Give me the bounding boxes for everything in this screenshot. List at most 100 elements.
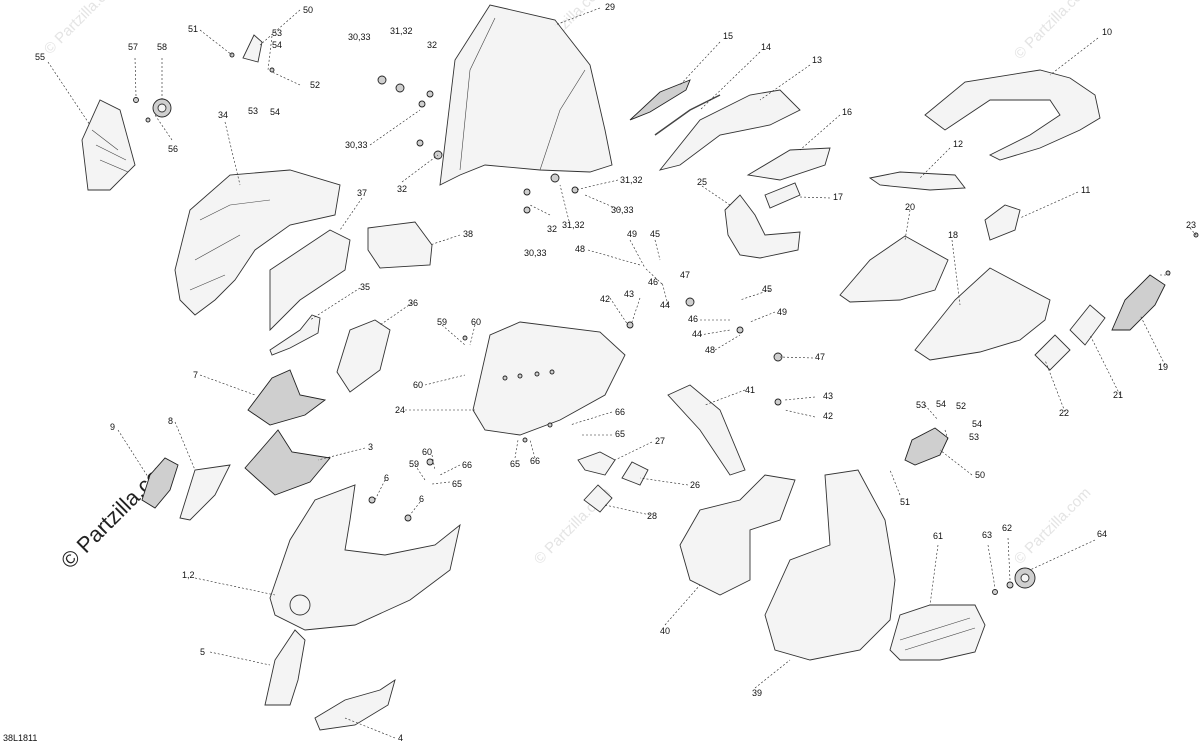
callout-label: 31,32: [390, 26, 413, 36]
callout-label: 47: [815, 352, 825, 362]
part-20-side-panel[interactable]: [839, 235, 949, 303]
callout-label: 20: [905, 202, 915, 212]
part-55-side-panel[interactable]: [81, 99, 136, 191]
callout-label: 59: [437, 317, 447, 327]
part-8-side-trim[interactable]: [179, 464, 231, 521]
callout-label: 21: [1113, 390, 1123, 400]
callout-label: 10: [1102, 27, 1112, 37]
callout-label: 35: [360, 282, 370, 292]
callout-label: 51: [188, 24, 198, 34]
part-24-instrument-housing[interactable]: [472, 321, 626, 436]
callout-label: 48: [705, 345, 715, 355]
callout-label: 54: [272, 40, 282, 50]
callout-label: 11: [1081, 185, 1090, 195]
part-63-screw[interactable]: [992, 589, 998, 595]
callout-label: 30,33: [345, 140, 368, 150]
part-25-panel[interactable]: [724, 194, 801, 259]
part-57-screw: [133, 97, 139, 103]
callout-label: 62: [1002, 523, 1012, 533]
callout-label: 12: [953, 139, 963, 149]
part-13-deflector[interactable]: [658, 89, 801, 171]
part-29-windshield[interactable]: [439, 4, 613, 186]
part-36-panel[interactable]: [336, 319, 391, 393]
part-50-mirror[interactable]: [242, 34, 263, 63]
callout-label: 30,33: [524, 248, 547, 258]
part-7-vent[interactable]: [247, 369, 327, 426]
callout-label: 16: [842, 107, 852, 117]
part-12-trim[interactable]: [868, 171, 966, 191]
part-3-mesh-grille[interactable]: [244, 429, 331, 496]
callout-label: 54: [270, 107, 280, 117]
callout-label: 32: [397, 184, 407, 194]
callout-label: 60: [471, 317, 481, 327]
callout-label: 1,2: [182, 570, 195, 580]
callout-label: 51: [900, 497, 910, 507]
callout-label: 44: [660, 300, 670, 310]
part-21-decal[interactable]: [1069, 304, 1106, 346]
callout-label: 24: [395, 405, 405, 415]
callout-label: 53: [916, 400, 926, 410]
watermark-top-right: © Partzilla.com: [1011, 0, 1094, 63]
part-64-grommet[interactable]: [1014, 567, 1036, 589]
part-9-side-grille[interactable]: [141, 457, 179, 509]
part-58-grommet[interactable]: [133, 97, 172, 118]
callout-label: 65: [452, 479, 462, 489]
part-11-bracket[interactable]: [984, 204, 1021, 241]
callout-label: 39: [752, 688, 762, 698]
part-19-vent-grille[interactable]: [1111, 274, 1166, 331]
callout-label: 30,33: [348, 32, 371, 42]
part-39-headlight-housing[interactable]: [764, 469, 896, 661]
callout-label: 48: [575, 244, 585, 254]
part-34-side-panel[interactable]: [174, 169, 341, 316]
callout-label: 18: [948, 230, 958, 240]
callout-label: 23: [1186, 220, 1196, 230]
part-27-trim[interactable]: [577, 451, 616, 476]
part-17-foam[interactable]: [764, 182, 801, 209]
watermark-top-left: © Partzilla.com: [41, 0, 124, 58]
part-4-bottom-trim[interactable]: [314, 678, 396, 731]
callout-label: 60: [422, 447, 432, 457]
callout-label: 54: [972, 419, 982, 429]
part-1-2-nose-panel[interactable]: [269, 484, 461, 631]
callout-label: 61: [933, 531, 943, 541]
watermark-bottom-right: © Partzilla.com: [1011, 484, 1094, 567]
part-28-trim[interactable]: [583, 484, 613, 513]
callout-label: 29: [605, 2, 615, 12]
diagram-code: 38L1811: [3, 733, 37, 743]
callout-label: 36: [408, 298, 418, 308]
part-35-bracket[interactable]: [269, 314, 321, 356]
part-22-decal[interactable]: [1034, 334, 1071, 371]
callout-label: 32: [547, 224, 557, 234]
part-62-nut[interactable]: [1006, 581, 1014, 589]
part-50-turn-signal[interactable]: [904, 427, 949, 466]
callout-label: 30,33: [611, 205, 634, 215]
callout-label: 53: [969, 432, 979, 442]
part-41-trim[interactable]: [667, 384, 746, 476]
callout-label: 22: [1059, 408, 1069, 418]
part-40-shield[interactable]: [679, 474, 796, 596]
callout-label: 52: [956, 401, 966, 411]
callout-label: 42: [600, 294, 610, 304]
callout-label: 31,32: [620, 175, 643, 185]
part-61-headlight[interactable]: [889, 604, 986, 661]
part-5-lower-trim[interactable]: [264, 629, 306, 706]
callout-label: 42: [823, 411, 833, 421]
callout-label: 6: [384, 473, 389, 483]
part-16-trim[interactable]: [746, 147, 831, 181]
callout-label: 46: [648, 277, 658, 287]
part-26-trim[interactable]: [621, 461, 649, 486]
part-37-panel[interactable]: [269, 229, 351, 332]
part-38-foam[interactable]: [367, 221, 433, 269]
part-15-trim[interactable]: [629, 79, 691, 121]
callout-label: 54: [936, 399, 946, 409]
part-18-side-panel[interactable]: [914, 267, 1051, 361]
callout-label: 66: [530, 456, 540, 466]
callout-label: 27: [655, 436, 665, 446]
callout-label: 64: [1097, 529, 1107, 539]
callout-label: 49: [627, 229, 637, 239]
callout-label: 40: [660, 626, 670, 636]
part-10-rear-grab[interactable]: [924, 69, 1101, 161]
callout-label: 63: [982, 530, 992, 540]
callout-label: 6: [419, 494, 424, 504]
